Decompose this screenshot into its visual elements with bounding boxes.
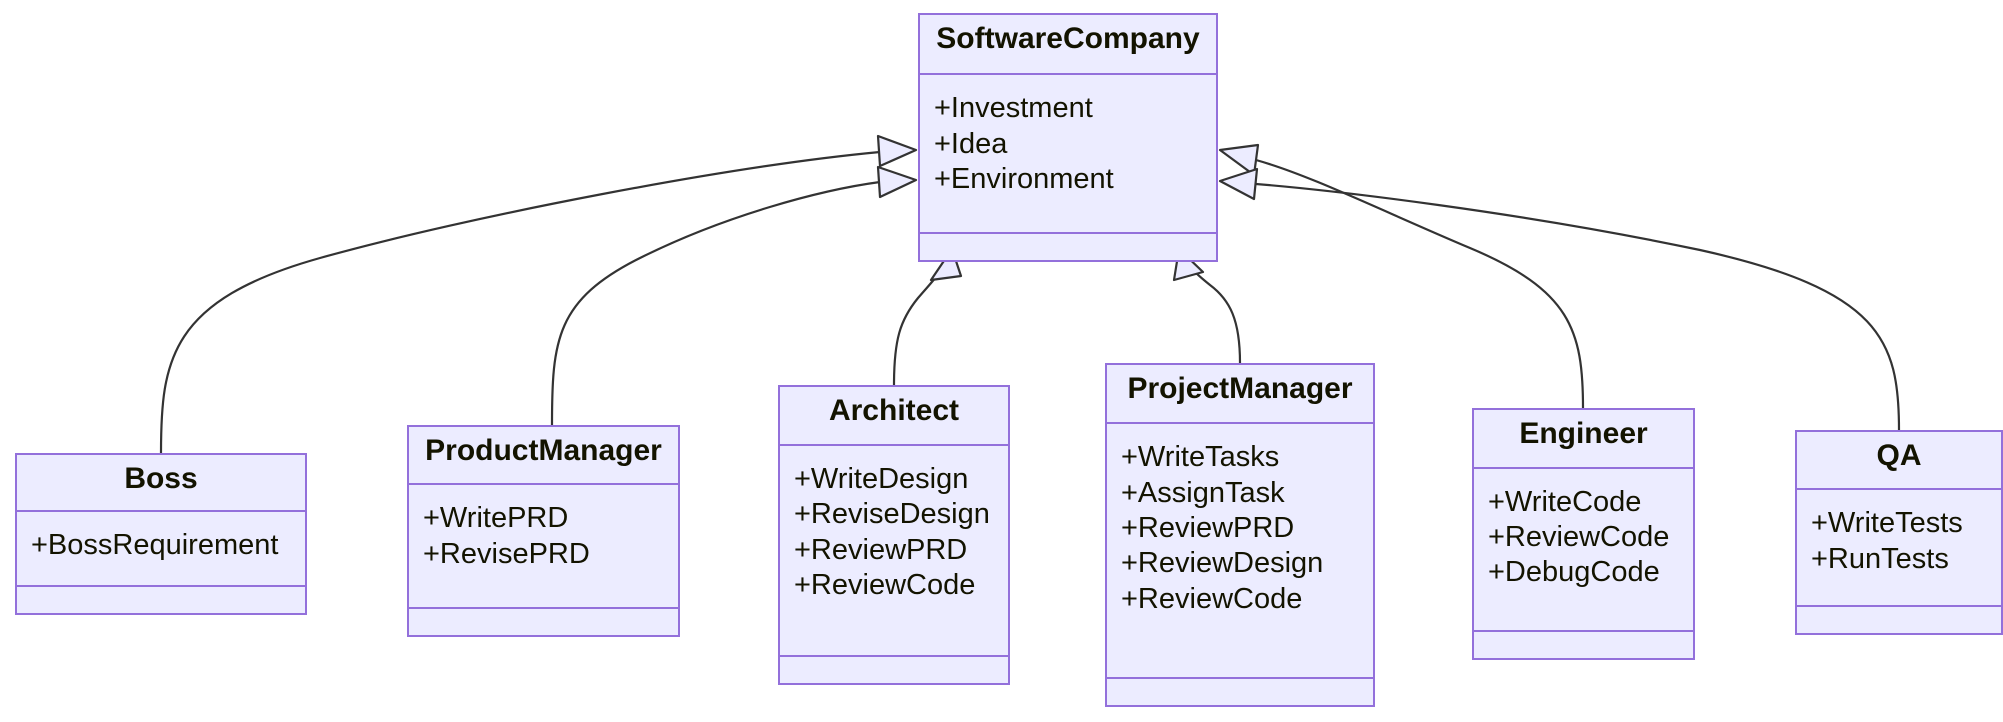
class-attribute: +WriteTests — [1811, 507, 1963, 540]
class-attribute: +WriteCode — [1488, 485, 1642, 518]
class-attribute: +ReviewCode — [1488, 521, 1670, 554]
edge-projectmanager-inherits-softwarecompany — [1172, 247, 1242, 365]
class-methods-engineer — [1474, 632, 1693, 658]
class-divider-methods-engineer — [1474, 630, 1693, 632]
class-divider-attributes-product-manager — [409, 483, 678, 486]
class-divider-methods-qa — [1797, 605, 2001, 607]
class-methods-product-manager — [409, 609, 678, 635]
edge-architect-inherits-softwarecompany — [892, 247, 963, 387]
class-divider-attributes-software-company — [920, 73, 1216, 76]
class-attribute: +RevisePRD — [423, 537, 590, 570]
class-node-product-manager[interactable]: ProductManager +WritePRD+RevisePRD — [407, 425, 680, 637]
class-attributes-project-manager: +WriteTasks+AssignTask+ReviewPRD+ReviewD… — [1107, 424, 1373, 677]
class-divider-methods-software-company — [920, 232, 1216, 234]
class-methods-boss — [17, 587, 305, 613]
class-attribute: +RunTests — [1811, 542, 1949, 575]
class-node-software-company[interactable]: SoftwareCompany +Investment+Idea+Environm… — [918, 13, 1218, 262]
class-attribute: +DebugCode — [1488, 556, 1660, 589]
class-title-project-manager: ProjectManager — [1127, 372, 1353, 405]
class-attribute: +ReviewPRD — [794, 533, 968, 566]
class-title-boss: Boss — [124, 462, 198, 495]
class-attribute: +WriteDesign — [794, 462, 969, 495]
class-divider-attributes-engineer — [1474, 466, 1693, 469]
class-attributes-qa: +WriteTests+RunTests — [1797, 490, 2001, 605]
class-title-architect: Architect — [828, 394, 960, 427]
class-divider-methods-project-manager — [1107, 677, 1373, 679]
class-attributes-software-company: +Investment+Idea+Environment — [920, 75, 1216, 232]
class-methods-qa — [1797, 607, 2001, 633]
class-attribute: +ReviseDesign — [794, 498, 990, 531]
class-attribute: +ReviewDesign — [1121, 547, 1324, 580]
class-title-software-company: SoftwareCompany — [936, 22, 1200, 55]
class-attribute: +ReviewCode — [794, 569, 976, 602]
class-divider-attributes-boss — [17, 510, 305, 513]
class-attributes-architect: +WriteDesign+ReviseDesign+ReviewPRD+Revi… — [780, 446, 1008, 655]
class-methods-project-manager — [1107, 679, 1373, 705]
class-methods-software-company — [920, 234, 1216, 260]
class-attribute: +Environment — [934, 162, 1114, 195]
class-divider-methods-architect — [780, 655, 1008, 657]
class-attribute: +Investment — [934, 92, 1093, 125]
class-node-engineer[interactable]: Engineer +WriteCode+ReviewCode+DebugCode — [1472, 408, 1695, 660]
class-attribute: +BossRequirement — [31, 529, 279, 562]
class-attribute: +WritePRD — [423, 502, 569, 535]
class-attribute: +AssignTask — [1121, 476, 1285, 509]
class-divider-attributes-qa — [1797, 488, 2001, 491]
class-divider-attributes-architect — [780, 443, 1008, 446]
class-attributes-product-manager: +WritePRD+RevisePRD — [409, 485, 678, 607]
class-divider-methods-boss — [17, 585, 305, 587]
class-attributes-boss: +BossRequirement — [17, 512, 305, 585]
class-node-qa[interactable]: QA +WriteTests+RunTests — [1795, 430, 2003, 635]
class-attributes-engineer: +WriteCode+ReviewCode+DebugCode — [1474, 469, 1693, 630]
class-node-project-manager[interactable]: ProjectManager+WriteTasks+AssignTask+Rev… — [1105, 363, 1375, 707]
class-title-product-manager: ProductManager — [425, 434, 662, 467]
class-node-boss[interactable]: Boss +BossRequirement — [15, 453, 307, 615]
class-divider-methods-product-manager — [409, 607, 678, 609]
class-attribute: +ReviewCode — [1121, 582, 1303, 615]
class-node-architect[interactable]: Architect+WriteDesign+ReviseDesign+Revie… — [778, 385, 1010, 685]
class-attribute: +ReviewPRD — [1121, 511, 1295, 544]
class-methods-architect — [780, 657, 1008, 683]
class-attribute: +WriteTasks — [1121, 441, 1280, 474]
class-attribute: +Idea — [934, 127, 1008, 160]
class-title-engineer: Engineer — [1519, 417, 1648, 450]
class-divider-attributes-project-manager — [1107, 422, 1373, 425]
class-title-qa: QA — [1876, 439, 1922, 472]
